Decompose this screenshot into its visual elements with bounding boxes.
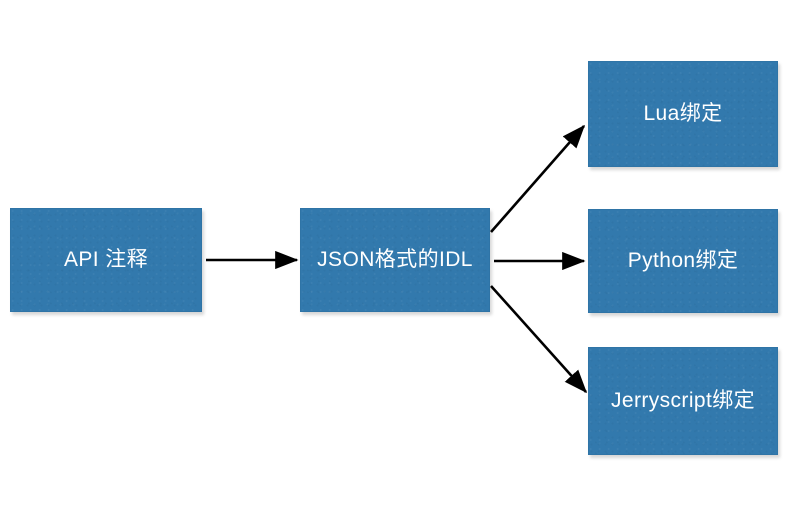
node-python-binding-label: Python绑定 — [627, 249, 739, 273]
node-api-annotation[interactable]: API 注释 — [10, 208, 202, 312]
node-api-annotation-label: API 注释 — [63, 248, 149, 272]
edge-idl-to-jerryscript — [490, 285, 588, 394]
node-json-idl-label: JSON格式的IDL — [317, 248, 473, 272]
node-jerryscript-binding[interactable]: Jerryscript绑定 — [588, 347, 778, 455]
node-json-idl[interactable]: JSON格式的IDL — [300, 208, 490, 312]
node-python-binding[interactable]: Python绑定 — [588, 209, 778, 313]
node-lua-binding[interactable]: Lua绑定 — [588, 61, 778, 167]
edge-idl-to-lua — [490, 124, 586, 233]
node-jerryscript-binding-label: Jerryscript绑定 — [610, 389, 756, 413]
node-lua-binding-label: Lua绑定 — [643, 102, 723, 126]
